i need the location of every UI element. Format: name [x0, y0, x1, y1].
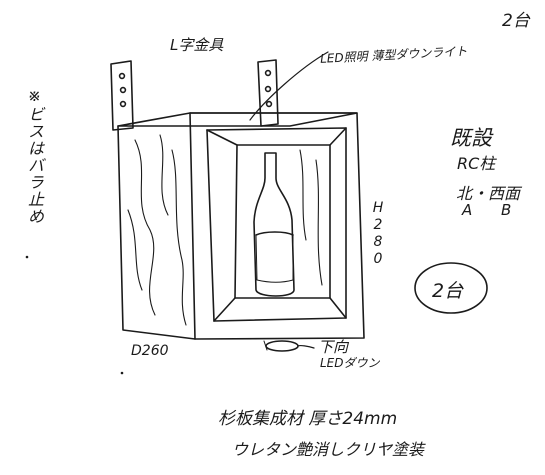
rc-column-label: RC柱: [457, 154, 496, 173]
led-bottom-label-1: 下向: [318, 338, 349, 356]
sake-bottle: [253, 152, 295, 297]
height-dimension-label: H280: [370, 200, 386, 268]
screw-note-label: ※ビスはバラ止め: [25, 86, 44, 225]
existing-label: 既設: [450, 126, 492, 150]
material-label-2: ウレタン艶消しクリヤ塗装: [232, 440, 425, 459]
option-a-label: A: [462, 201, 473, 219]
count-circle-outline: [414, 262, 488, 314]
bracket-label: L字金具: [170, 36, 224, 54]
l-bracket-left: [110, 60, 134, 131]
wood-grain: [127, 134, 323, 326]
material-label-1: 杉板集成材 厚さ24mm: [218, 409, 398, 429]
bottom-downlight-shape: [265, 340, 299, 352]
count-circle-label: 2台: [432, 280, 464, 302]
orientation-label: 北・西面: [456, 184, 521, 203]
l-bracket-right: [257, 59, 279, 127]
option-b-label: B: [501, 201, 512, 219]
count-corner-label: 2台: [502, 11, 530, 31]
depth-dimension-label: D260: [131, 343, 169, 359]
wood-box: [117, 112, 365, 340]
led-bottom-label-2: LEDダウン: [320, 356, 380, 370]
